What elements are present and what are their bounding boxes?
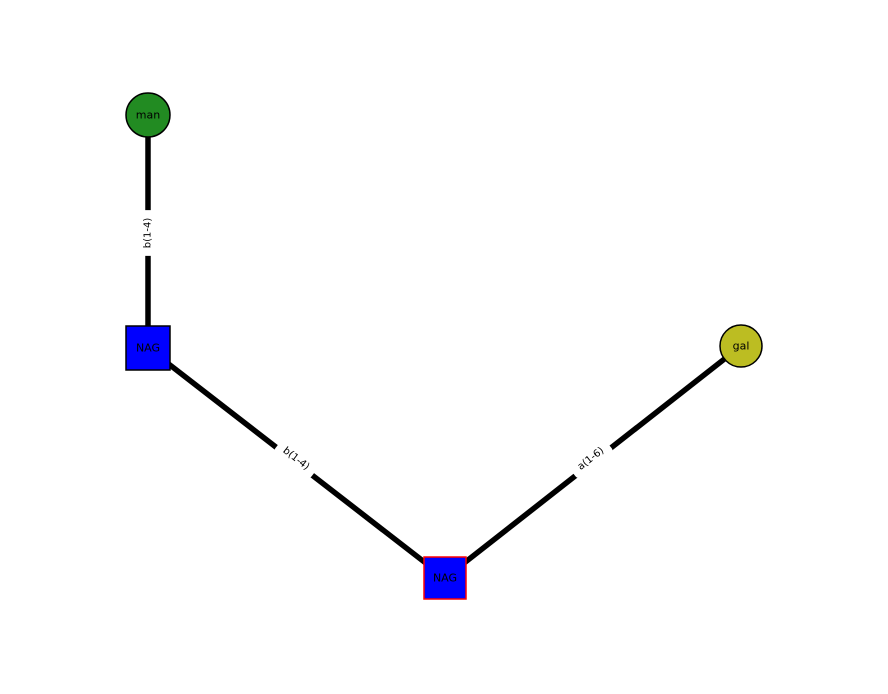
node-nag2-square bbox=[423, 556, 467, 600]
edge-label-man-nag1: b(1-4) bbox=[143, 218, 154, 249]
node-man-circle bbox=[125, 92, 171, 138]
edge-label-group-nag1-nag2: b(1-4) bbox=[274, 440, 318, 478]
node-nag2-label: NAG bbox=[433, 572, 457, 585]
node-nag1-label: NAG bbox=[136, 342, 160, 355]
edge-label-bg bbox=[140, 210, 156, 256]
edge-label-group-nag2-gal: a(1-6) bbox=[569, 440, 613, 478]
edge-label-bg bbox=[274, 440, 318, 478]
edge-label-group-man-nag1: b(1-4) bbox=[140, 210, 156, 256]
node-gal-circle bbox=[719, 324, 763, 368]
edge-label-bg bbox=[569, 440, 613, 478]
node-man-label: man bbox=[136, 109, 160, 122]
node-gal-label: gal bbox=[733, 340, 750, 353]
node-nag1-square bbox=[125, 325, 171, 371]
